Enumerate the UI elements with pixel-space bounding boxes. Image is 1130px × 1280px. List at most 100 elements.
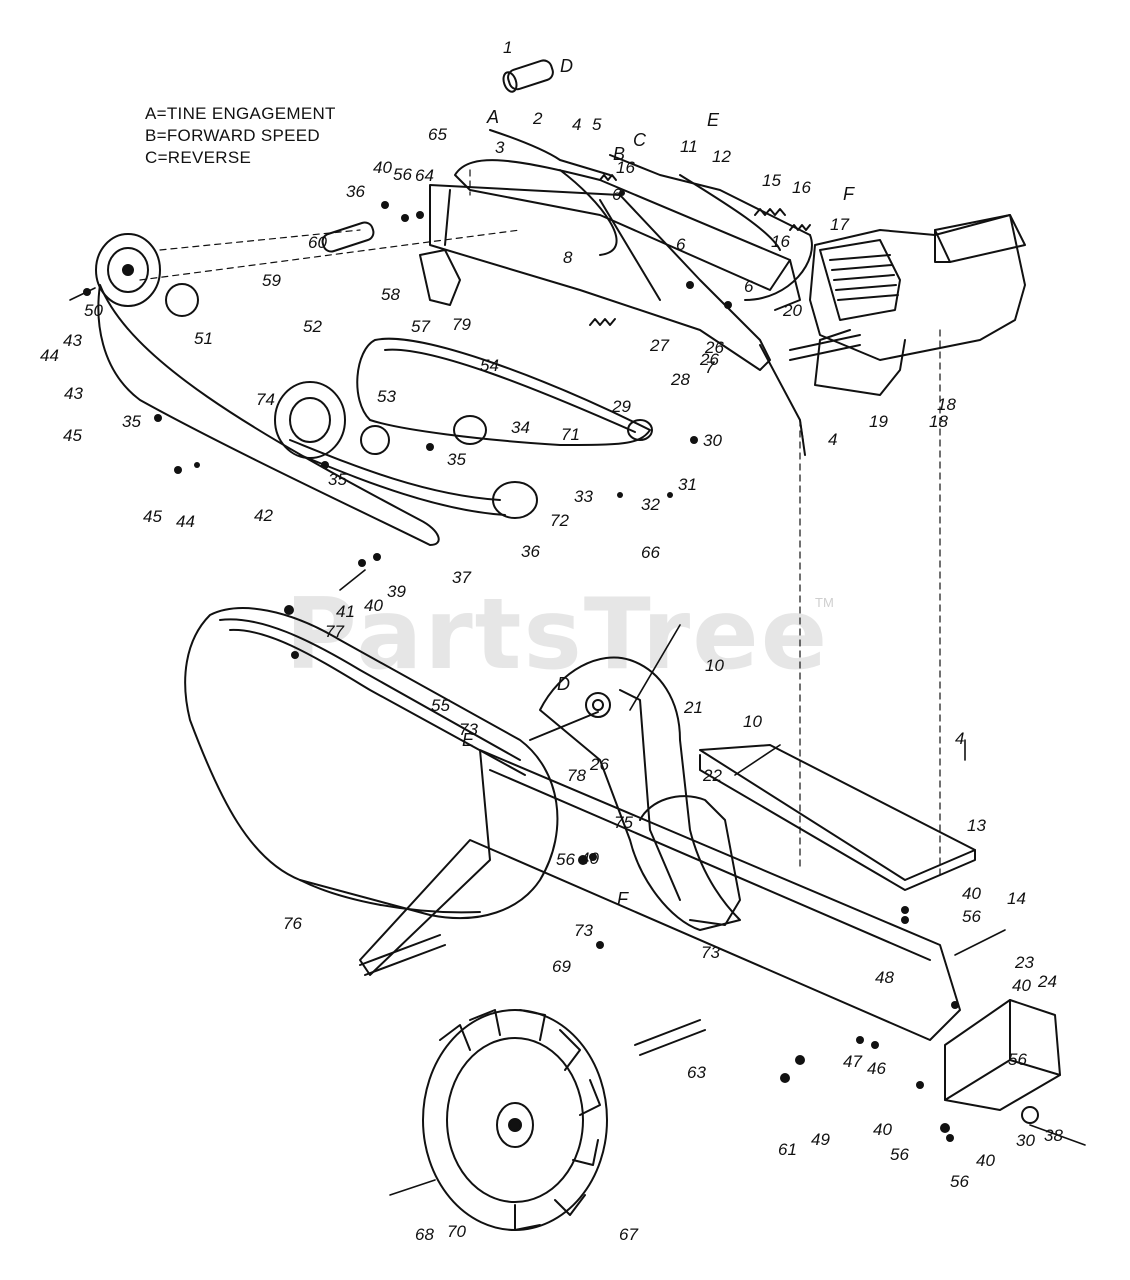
pulley-51 bbox=[165, 283, 199, 317]
callout-45: 45 bbox=[143, 507, 162, 526]
callout-5: 5 bbox=[592, 115, 602, 134]
callout-33: 33 bbox=[574, 487, 593, 506]
reference-letter-e: E bbox=[707, 110, 720, 130]
callout-63: 63 bbox=[687, 1063, 706, 1082]
callout-44: 44 bbox=[40, 346, 59, 365]
callout-50: 50 bbox=[84, 301, 103, 320]
callout-49: 49 bbox=[811, 1130, 830, 1149]
callout-71: 71 bbox=[561, 425, 580, 444]
callout-16: 16 bbox=[792, 178, 811, 197]
callout-44: 44 bbox=[176, 512, 195, 531]
callout-20: 20 bbox=[782, 301, 802, 320]
callout-37: 37 bbox=[452, 568, 471, 587]
callout-31: 31 bbox=[678, 475, 697, 494]
callout-72: 72 bbox=[550, 511, 569, 530]
callout-48: 48 bbox=[875, 968, 894, 987]
callout-28: 28 bbox=[670, 370, 690, 389]
callout-4: 4 bbox=[828, 430, 837, 449]
callout-1: 1 bbox=[503, 38, 512, 57]
callout-35: 35 bbox=[122, 412, 141, 431]
callout-39: 39 bbox=[387, 582, 406, 601]
callout-43: 43 bbox=[63, 331, 82, 350]
front-weight bbox=[944, 999, 1061, 1111]
callout-47: 47 bbox=[843, 1052, 862, 1071]
legend: A=TINE ENGAGEMENT B=FORWARD SPEED C=REVE… bbox=[145, 103, 336, 169]
chain-cover-22 bbox=[639, 795, 741, 926]
callout-35: 35 bbox=[328, 470, 347, 489]
axle-left bbox=[359, 934, 446, 976]
callout-61: 61 bbox=[778, 1140, 797, 1159]
belt-37 bbox=[289, 439, 506, 516]
callout-22: 22 bbox=[702, 766, 722, 785]
knob-1 bbox=[507, 59, 554, 91]
bolt-45 bbox=[69, 287, 96, 301]
legend-line-c: C=REVERSE bbox=[145, 148, 252, 167]
callout-59: 59 bbox=[262, 271, 281, 290]
callout-35: 35 bbox=[447, 450, 466, 469]
callout-45: 45 bbox=[63, 426, 82, 445]
air-filter bbox=[934, 214, 1026, 263]
watermark-tm: TM bbox=[815, 595, 834, 610]
callout-23: 23 bbox=[1014, 953, 1034, 972]
callout-53: 53 bbox=[377, 387, 396, 406]
bolt-38 bbox=[1029, 1124, 1086, 1146]
callout-4: 4 bbox=[572, 115, 581, 134]
callout-30: 30 bbox=[703, 431, 722, 450]
callout-77: 77 bbox=[325, 622, 344, 641]
callout-56: 56 bbox=[393, 165, 412, 184]
callout-75: 75 bbox=[614, 813, 633, 832]
bolt-4b bbox=[799, 419, 804, 441]
control-panel bbox=[429, 184, 771, 371]
bolt-10-mid bbox=[734, 744, 781, 776]
callout-13: 13 bbox=[967, 816, 986, 835]
frame bbox=[359, 749, 961, 1041]
callout-8: 8 bbox=[563, 248, 573, 267]
callout-68: 68 bbox=[415, 1225, 434, 1244]
reference-letter-c: C bbox=[633, 130, 647, 150]
belt-upper bbox=[356, 337, 651, 446]
callout-40: 40 bbox=[580, 849, 599, 868]
reference-letter-f: F bbox=[843, 184, 855, 204]
callout-73: 73 bbox=[459, 720, 478, 739]
pin-60 bbox=[321, 221, 375, 253]
callout-43: 43 bbox=[64, 384, 83, 403]
pulley-50 bbox=[95, 233, 161, 307]
spring-16 bbox=[789, 224, 811, 231]
callout-27: 27 bbox=[649, 336, 669, 355]
bolt-68 bbox=[389, 1179, 436, 1196]
callout-21: 21 bbox=[683, 698, 703, 717]
callout-56: 56 bbox=[890, 1145, 909, 1164]
callout-52: 52 bbox=[303, 317, 322, 336]
handle-tube bbox=[454, 159, 791, 291]
bolt-14 bbox=[954, 929, 1006, 956]
callout-6: 6 bbox=[744, 277, 754, 296]
callout-29: 29 bbox=[611, 397, 631, 416]
reference-letter-d: D bbox=[560, 56, 573, 76]
reference-letter-d: D bbox=[557, 674, 570, 694]
callout-10: 10 bbox=[705, 656, 724, 675]
reference-letter-a: A bbox=[486, 107, 499, 127]
callout-40: 40 bbox=[873, 1120, 892, 1139]
callout-26: 26 bbox=[699, 350, 719, 369]
legend-line-a: A=TINE ENGAGEMENT bbox=[145, 104, 336, 123]
callout-6: 6 bbox=[612, 185, 622, 204]
watermark: PartsTree bbox=[285, 578, 830, 692]
callout-55: 55 bbox=[431, 696, 450, 715]
callout-56: 56 bbox=[556, 850, 575, 869]
callout-15: 15 bbox=[762, 171, 781, 190]
callout-56: 56 bbox=[962, 907, 981, 926]
callout-51: 51 bbox=[194, 329, 213, 348]
pulley-34 bbox=[453, 415, 487, 445]
callout-76: 76 bbox=[283, 914, 302, 933]
callout-67: 67 bbox=[619, 1225, 638, 1244]
callout-3: 3 bbox=[495, 138, 505, 157]
callout-64: 64 bbox=[415, 166, 434, 185]
callout-54: 54 bbox=[480, 356, 499, 375]
callout-26: 26 bbox=[589, 755, 609, 774]
belt-42 bbox=[97, 284, 440, 546]
bolt-41 bbox=[339, 569, 366, 591]
callout-19: 19 bbox=[869, 412, 888, 431]
callout-40: 40 bbox=[962, 884, 981, 903]
callout-16: 16 bbox=[771, 232, 790, 251]
